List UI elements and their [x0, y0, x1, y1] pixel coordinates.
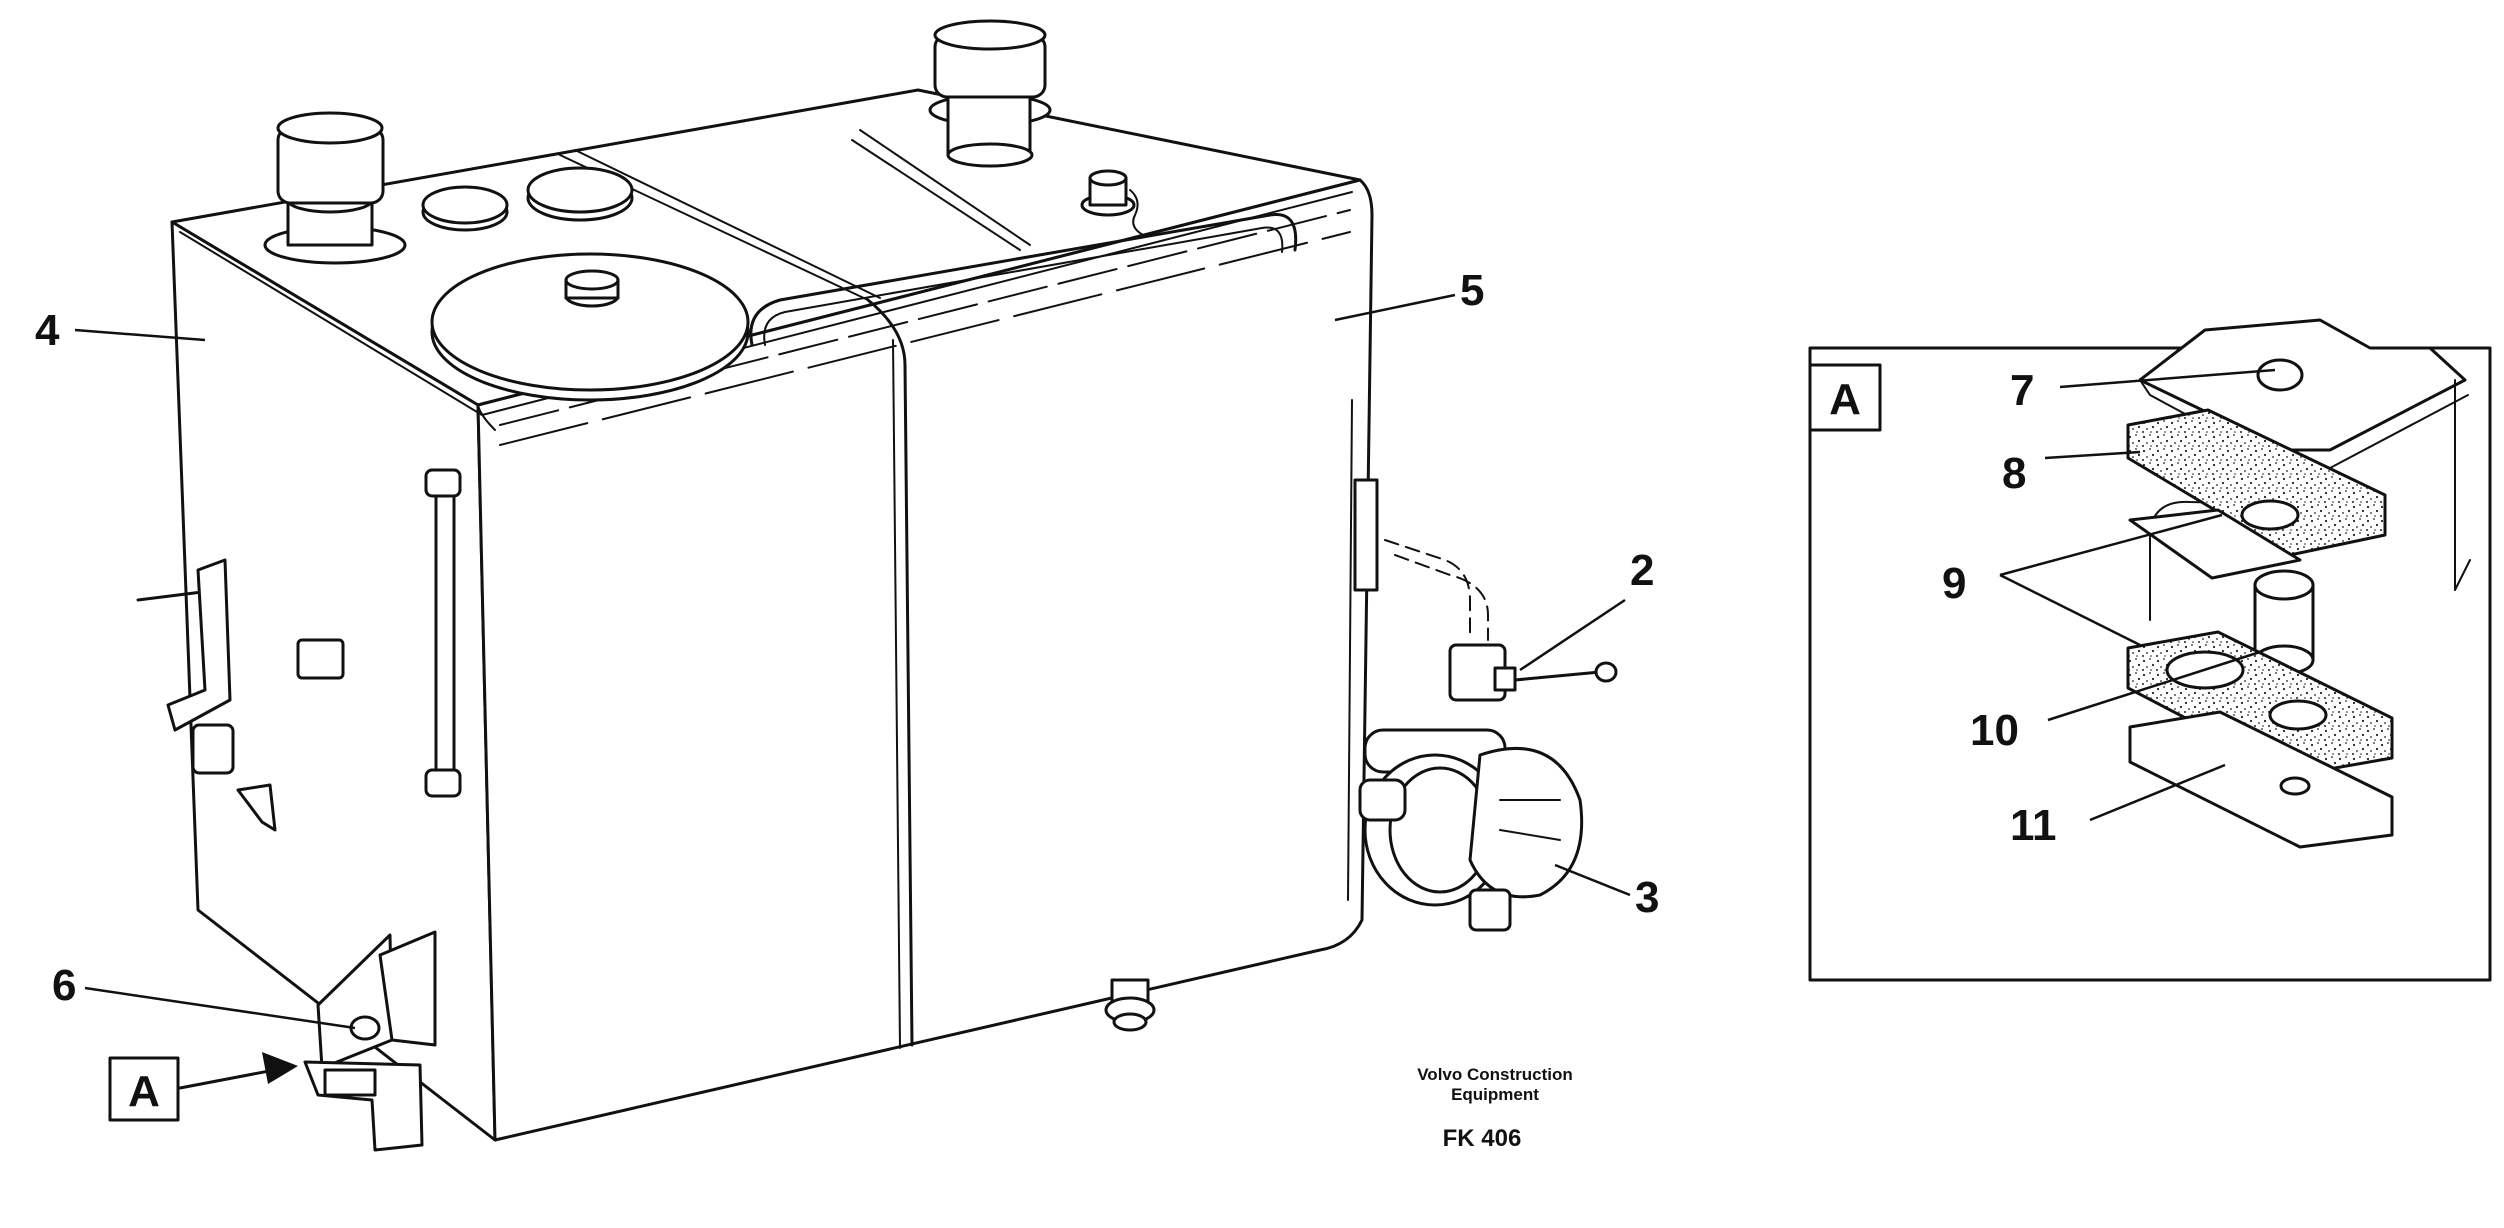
leader-2: [1519, 598, 1626, 672]
leader-11: [2089, 763, 2226, 822]
shutoff-valve: [1448, 643, 1618, 702]
tank-top-seam-2: [574, 149, 881, 299]
breather-cap-right: [928, 19, 1052, 168]
mounting-foot: [303, 930, 437, 1152]
view-marker-label: A: [128, 1067, 160, 1116]
leader-6: [84, 986, 356, 1030]
callout-4: 4: [35, 306, 60, 355]
sight-glass: [424, 468, 462, 798]
callout-3: 3: [1635, 873, 1659, 922]
breather-cap-left: [263, 111, 407, 265]
hydraulic-pump: [1358, 728, 1584, 932]
tank-main-cover: [430, 252, 750, 402]
view-arrow-head: [262, 1052, 298, 1084]
leader-8: [2044, 450, 2141, 460]
drain-plug-top: [1080, 169, 1144, 236]
callout-10: 10: [1970, 706, 2019, 755]
leader-3: [1554, 863, 1631, 897]
callout-11: 11: [2010, 801, 2057, 850]
leader-5: [1334, 293, 1456, 322]
tank-top-partition: [851, 129, 1031, 251]
base-plate-11: [2128, 710, 2394, 849]
leader-4: [74, 328, 206, 342]
clamp-block: [296, 638, 345, 680]
callout-8: 8: [2002, 449, 2026, 498]
tank-handrail-inner: [763, 226, 1284, 346]
side-mount-bar: [1353, 478, 1379, 592]
shutoff-lever: [136, 558, 235, 775]
leader-7: [2059, 368, 2276, 389]
small-bracket: [236, 783, 277, 832]
drain-plug-bottom: [1104, 978, 1156, 1032]
inspection-covers: [421, 166, 634, 232]
tank-front-edge: [477, 404, 496, 431]
tank-handrail: [749, 212, 1298, 347]
inset-label: A: [1829, 375, 1861, 424]
callout-6: 6: [52, 961, 76, 1010]
callout-2: 2: [1630, 546, 1654, 595]
inset-frame: [1808, 346, 2492, 982]
tank-front-seam-inner: [892, 339, 901, 1049]
tank-front-face: [476, 178, 1374, 1142]
leader-9b: [1999, 573, 2141, 647]
figure-code: FK 406: [1443, 1125, 1522, 1152]
tank-top-rim: [179, 191, 1353, 416]
tank-weld-line-lower: [499, 231, 1351, 446]
caption-line-1: Volvo Construction: [1417, 1065, 1573, 1084]
tank-assembly: [136, 19, 1618, 1152]
caption-line-2: Equipment: [1451, 1085, 1539, 1104]
bolt-hole-top: [2256, 358, 2304, 392]
washer-plate-8: [2126, 408, 2387, 557]
view-marker-box: [108, 1056, 180, 1122]
detail-inset-a: A: [1808, 318, 2492, 982]
leader-10: [2047, 650, 2261, 722]
leader-9a: [1999, 513, 2223, 577]
spacer-plate-upper: [2128, 508, 2302, 580]
inset-label-box: [1808, 363, 1882, 432]
callout-7: 7: [2010, 366, 2034, 415]
tank-front-seam: [866, 298, 914, 1047]
callout-9: 9: [1942, 559, 1966, 608]
supply-pipe: [1384, 539, 1471, 641]
callout-5: 5: [1460, 266, 1484, 315]
